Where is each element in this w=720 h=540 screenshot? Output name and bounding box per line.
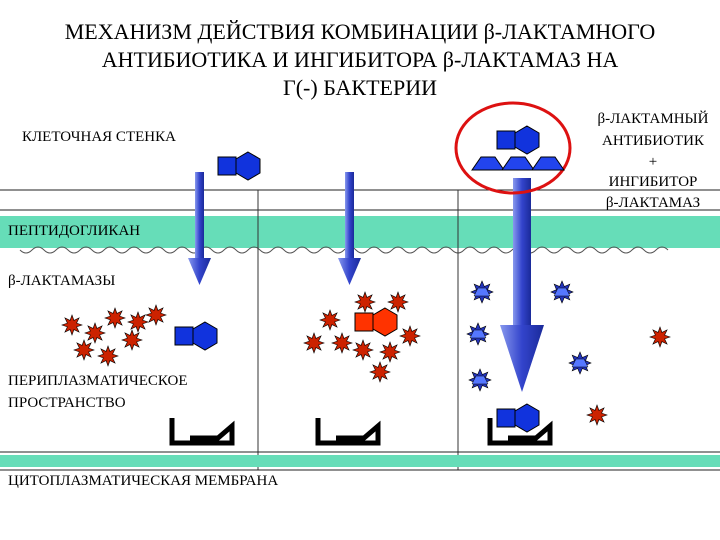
inhibitor-2 [501,156,535,171]
beta-lactamase-enzyme [61,314,83,336]
receptor-3 [487,418,553,446]
diagram-title: МЕХАНИЗМ ДЕЙСТВИЯ КОМБИНАЦИИ β-ЛАКТАМНОГ… [0,18,720,102]
beta-lactamase-enzyme [145,304,167,326]
antibiotic-molecule-bound [496,403,540,433]
beta-lactamase-enzyme [104,307,126,329]
inhibitor-molecules [471,156,565,171]
beta-lactamase-enzyme [352,339,374,361]
title-line-3: Г(-) БАКТЕРИИ [283,75,437,100]
title-line-1: МЕХАНИЗМ ДЕЙСТВИЯ КОМБИНАЦИИ β-ЛАКТАМНОГ… [64,19,656,44]
beta-lactamase-enzyme [379,341,401,363]
beta-lactamase-enzyme [331,332,353,354]
highlight-circle [454,101,572,195]
beta-lactamase-enzyme [399,325,421,347]
beta-lactamase-enzyme [586,404,608,426]
beta-lactamase-enzyme [303,332,325,354]
beta-lactamase-enzyme [121,329,143,351]
compartment-dividers [257,190,459,470]
antibiotic-molecule-left-periplasm [174,321,218,351]
beta-lactamase-enzyme [649,326,671,348]
legend-line-5: β-ЛАКТАМАЗ [605,195,701,211]
inhibited-enzyme [568,351,592,375]
legend-line-2: АНТИБИОТИК [602,133,704,149]
beta-lactamases-label: β-ЛАКТАМАЗЫ [8,273,116,289]
cytoplasmic-membrane [0,451,720,471]
periplasm-label-line-2: ПРОСТРАНСТВО [8,395,126,411]
beta-lactamase-enzymes [61,291,671,426]
inhibited-enzymes [466,280,592,392]
antibiotic-molecule-top-left [217,151,261,181]
periplasm-label-line-1: ПЕРИПЛАЗМАТИЧЕСКОЕ [8,373,188,389]
peptidoglycan-label: ПЕПТИДОГЛИКАН [8,223,141,239]
cell-wall-label: КЛЕТОЧНАЯ СТЕНКА [22,129,176,145]
title-line-2: АНТИБИОТИКА И ИНГИБИТОРА β-ЛАКТАМАЗ НА [101,47,619,72]
beta-lactamase-enzyme [84,322,106,344]
cell-wall-lines [0,189,720,211]
receptor-cups [169,418,553,446]
inhibited-enzyme [468,368,492,392]
inhibitor-3 [531,156,565,171]
beta-lactamase-enzyme [319,309,341,331]
arrow-1 [188,172,211,285]
beta-lactamase-enzyme [127,311,149,333]
inhibited-enzyme [550,280,574,304]
inhibitor-1 [471,156,505,171]
receptor-1 [169,418,235,446]
arrow-2 [338,172,361,285]
beta-lactamase-enzyme [97,345,119,367]
legend-line-1: β-ЛАКТАМНЫЙ [597,111,709,127]
inhibited-enzyme [466,322,490,346]
arrow-3 [500,178,544,392]
peptidoglycan-wavy-edge [19,246,669,254]
receptor-2 [315,418,381,446]
beta-lactamase-enzyme [387,291,409,313]
beta-lactamase-enzyme [354,291,376,313]
legend-line-4: ИНГИБИТОР [608,174,698,190]
peptidoglycan-band [0,216,720,248]
beta-lactamase-enzyme [73,339,95,361]
antibiotic-molecule-combo [496,125,540,155]
legend-line-3: + [648,154,658,170]
beta-lactamase-enzyme [369,361,391,383]
cytoplasmic-membrane-label: ЦИТОПЛАЗМАТИЧЕСКАЯ МЕМБРАНА [8,473,279,489]
antibiotic-molecule-hydrolyzed [354,307,398,337]
inhibited-enzyme [470,280,494,304]
